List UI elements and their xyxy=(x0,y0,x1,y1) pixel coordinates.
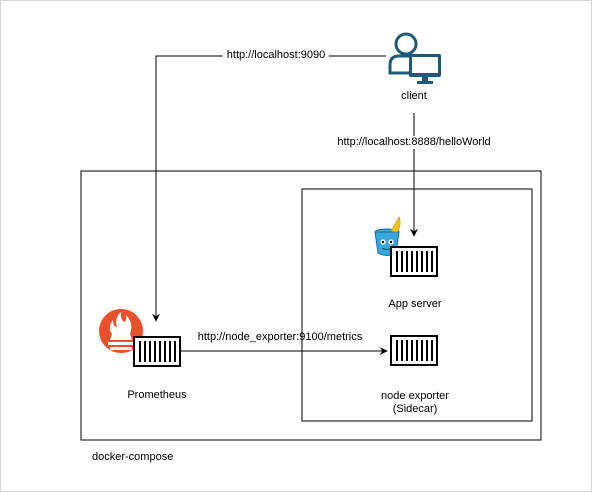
container-icon-app-server xyxy=(390,246,438,277)
docker-compose-boundary xyxy=(80,170,542,441)
container-icon-prometheus xyxy=(133,336,181,367)
user-computer-icon xyxy=(388,32,441,84)
pod-boundary xyxy=(301,188,533,422)
container-icon-node-exporter xyxy=(390,335,438,366)
edge-label-node-exporter-metrics: http://node_exporter:9100/metrics xyxy=(197,331,363,343)
edge-label-hello-world: http://localhost:8888/helloWorld xyxy=(334,136,494,149)
node-exporter-sidecar-note: (Sidecar) xyxy=(392,403,438,415)
prometheus-label: Prometheus xyxy=(127,389,187,401)
edge-label-localhost-9090: http://localhost:9090 xyxy=(222,49,330,62)
client-label: client xyxy=(401,90,427,102)
node-exporter-label: node exporter xyxy=(381,390,449,402)
docker-compose-label: docker-compose xyxy=(92,451,174,463)
prometheus-torch-icon xyxy=(99,309,143,353)
app-server-label: App server xyxy=(388,298,442,310)
